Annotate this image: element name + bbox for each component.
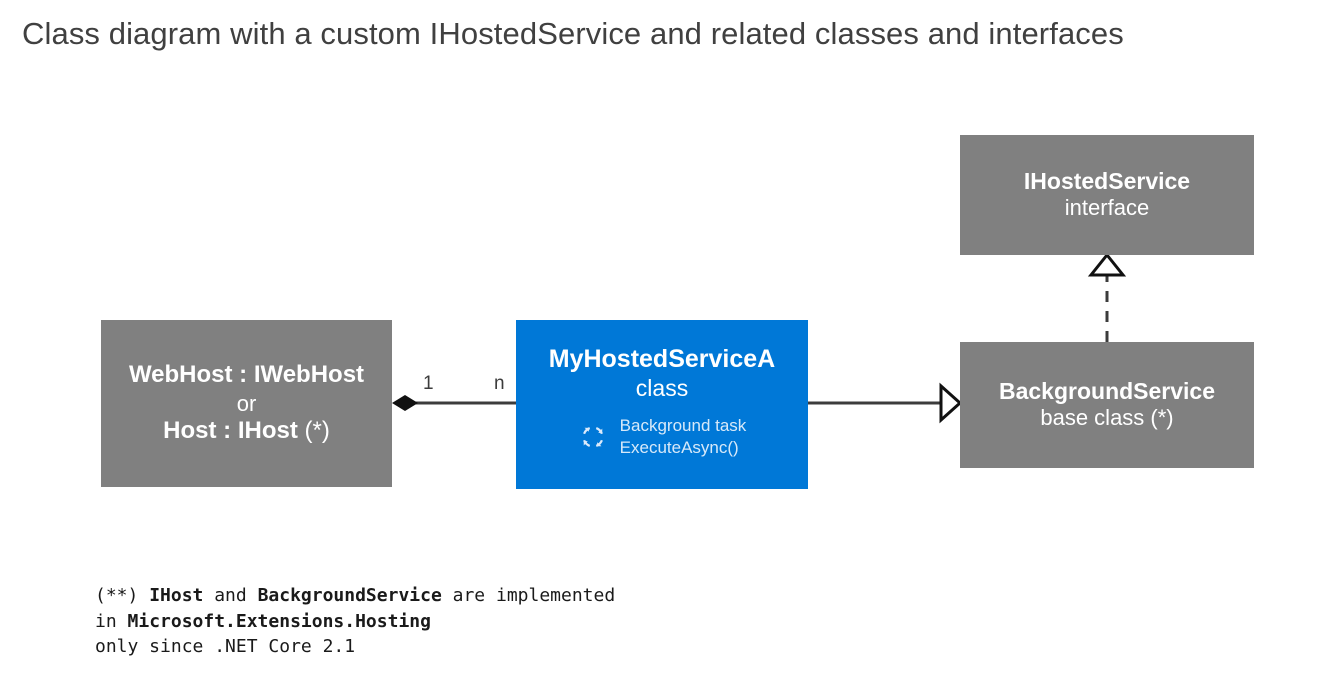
footnote-line1-prefix: (**) [95,585,150,606]
footnote-note: (**) IHost and BackgroundService are imp… [95,583,615,660]
class-box-backgroundservice[interactable]: BackgroundService base class (*) [960,342,1254,468]
webhost-host-ihost: Host : IHost [163,417,298,445]
myhostedservicea-name: MyHostedServiceA [548,345,776,373]
ihostedservice-stereotype: interface [1064,195,1150,221]
multiplicity-label-target: n [494,373,505,394]
connector-generalization [808,382,963,424]
ihostedservice-name: IHostedService [1023,168,1191,195]
background-task-label: Background task [619,416,747,436]
footnote-backgroundservice: BackgroundService [257,585,442,606]
background-task-row: Background task ExecuteAsync() [578,415,747,459]
interface-box-ihostedservice[interactable]: IHostedService interface [960,135,1254,255]
footnote-ihost: IHost [149,585,204,606]
hollow-triangle-marker-realization [1087,252,1127,277]
footnote-line1-suffix: are implemented [441,585,616,606]
connector-realization [1087,252,1127,342]
footnote-line3: only since .NET Core 2.1 [95,636,356,658]
hollow-triangle-marker-generalization [939,382,963,424]
footnote-namespace: Microsoft.Extensions.Hosting [127,610,431,632]
webhost-title-line3: Host : IHost (*) [163,417,330,445]
multiplicity-label-source: 1 [423,373,434,394]
background-task-text: Background task ExecuteAsync() [620,415,747,459]
class-box-webhost[interactable]: WebHost : IWebHost or Host : IHost (*) [101,320,392,487]
class-box-myhostedservicea[interactable]: MyHostedServiceA class [516,320,808,489]
webhost-title-line1: WebHost : IWebHost [128,361,365,389]
myhostedservicea-stereotype: class [635,374,689,401]
filled-diamond-marker [392,395,418,411]
connector-composition [392,395,516,411]
footnote-line2-prefix: in [95,610,128,632]
page-title: Class diagram with a custom IHostedServi… [22,16,1124,51]
webhost-footnote-marker: (*) [304,417,330,445]
backgroundservice-name: BackgroundService [998,378,1216,405]
footnote-line1-and: and [203,585,258,606]
webhost-or-label: or [236,390,257,416]
background-task-loop-icon [582,426,603,447]
backgroundservice-stereotype: base class (*) [1040,405,1174,431]
execute-async-label: ExecuteAsync() [619,437,739,457]
